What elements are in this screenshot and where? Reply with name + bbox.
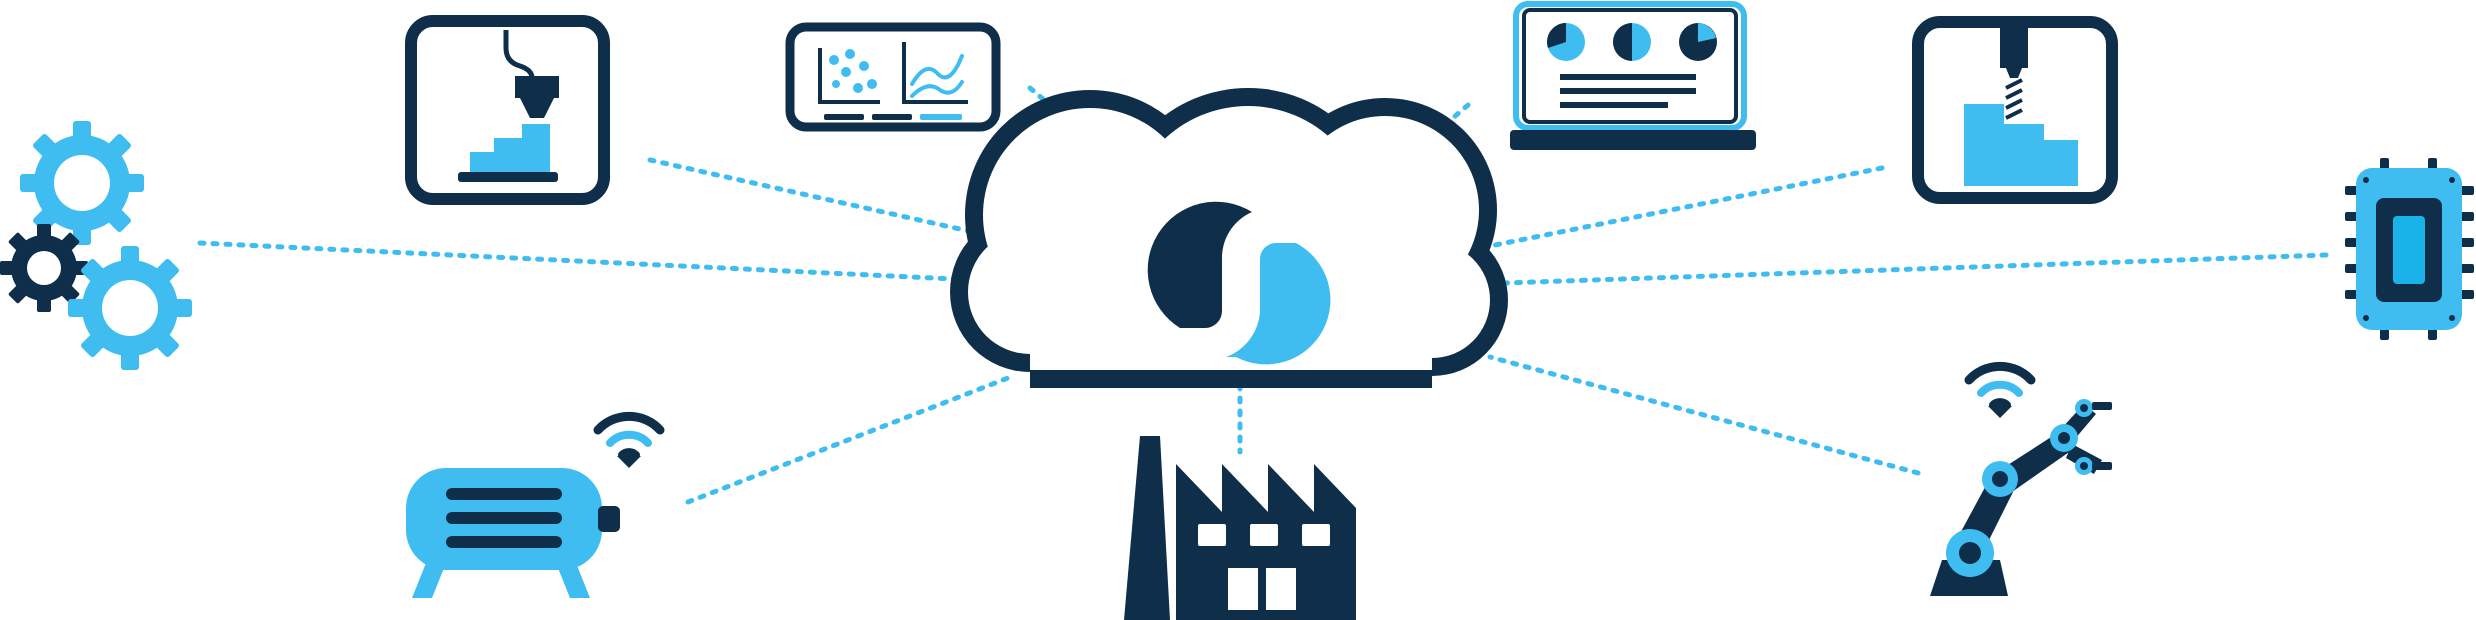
large-gear-bottom xyxy=(68,246,192,370)
analytics-dashboard-icon xyxy=(785,22,1001,132)
connection-line-chip xyxy=(1502,252,2329,286)
connected-motor-icon xyxy=(406,411,665,598)
connection-line-motor xyxy=(685,375,1011,505)
connection-lines xyxy=(197,85,2329,505)
robot-arm-icon xyxy=(1930,361,2112,596)
large-gear-top xyxy=(20,121,144,245)
drill-bit-icon xyxy=(2005,78,2023,120)
scatter-plot-icon xyxy=(829,49,877,93)
microchip-icon xyxy=(2345,158,2474,340)
connection-line-gears xyxy=(197,240,978,283)
gears-icon xyxy=(0,121,192,370)
connection-line-cnc xyxy=(1477,165,1885,251)
factory-icon xyxy=(1124,436,1356,620)
line-plot-icon xyxy=(910,54,964,98)
small-gear xyxy=(0,224,88,312)
brand-logo-mark xyxy=(1147,201,1331,365)
pie-chart-icons xyxy=(1547,23,1717,61)
connection-line-robot xyxy=(1487,354,1921,476)
laptop-report-icon xyxy=(1510,1,1756,150)
3d-printer-icon xyxy=(405,15,610,205)
cnc-machine-icon xyxy=(1912,16,2118,204)
cloud-logo-icon xyxy=(950,88,1508,388)
connection-line-3d-printer xyxy=(647,157,1003,241)
wifi-signal-icon xyxy=(1964,361,2036,409)
wifi-signal-icon xyxy=(593,411,665,459)
